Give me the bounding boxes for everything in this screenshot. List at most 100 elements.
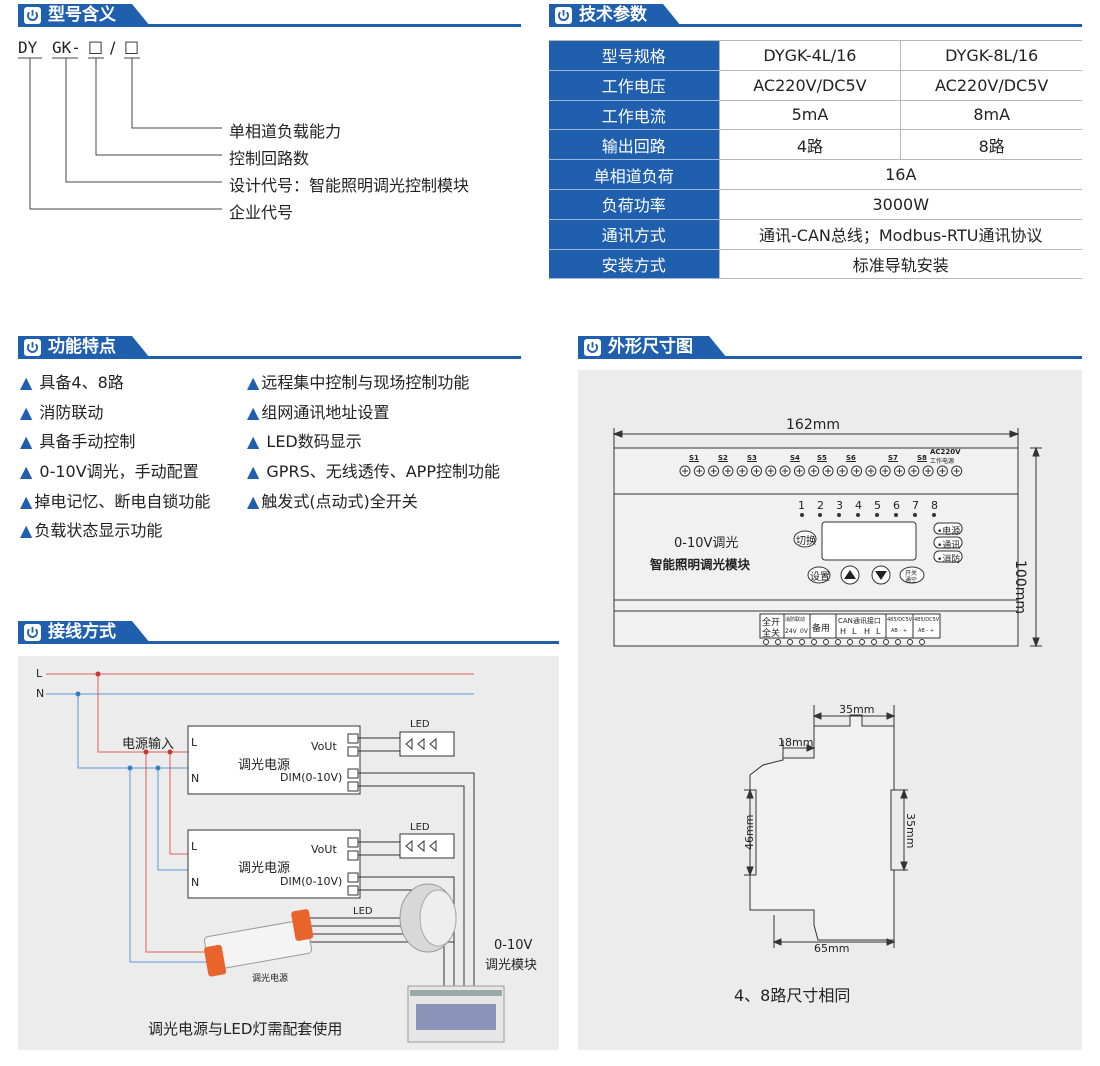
bottom-screw <box>775 639 781 645</box>
bottom-screw <box>895 639 901 645</box>
module-label-2: 调光模块 <box>485 958 538 973</box>
terminal-label-s1: S1 <box>689 454 699 462</box>
screw-cross <box>696 468 703 474</box>
table-row: 工作电压 AC220V/DC5V AC220V/DC5V <box>549 70 1082 101</box>
fire-24v-label: 24V <box>785 628 797 635</box>
power-icon <box>24 7 41 24</box>
spec-cell: 16A <box>718 159 1082 190</box>
driver-label: 调光电源 <box>252 974 289 984</box>
list-item: ▲ 具备4、8路 <box>20 373 124 392</box>
spec-cell: 标准导轨安装 <box>718 249 1082 280</box>
list-item: ▲负载状态显示功能 <box>20 521 163 540</box>
spare-label: 备用 <box>812 624 831 634</box>
screw-cross <box>796 468 803 474</box>
triangle-icon: ▲ <box>247 373 260 392</box>
ac-sub-label: 工作电源 <box>930 458 955 465</box>
all-off-label: 全关 <box>762 629 781 639</box>
list-item: ▲ 0-10V调光，手动配置 <box>20 462 199 481</box>
terminal-label-s7: S7 <box>888 454 898 462</box>
spec-cell: AC220V/DC5V <box>718 70 901 101</box>
bottom-screw <box>823 639 829 645</box>
code-box-1: □ <box>88 37 104 56</box>
table-row: 安装方式 标准导轨安装 <box>549 249 1082 280</box>
code-box-2: □ <box>124 37 140 56</box>
screw-cross <box>682 468 688 474</box>
status-fire: •消防 <box>937 555 961 565</box>
terminal-label-s6: S6 <box>846 454 856 462</box>
side-left-dimension: 46mm <box>743 814 756 850</box>
spec-cell: 4路 <box>718 129 901 161</box>
screw-cross <box>825 468 831 474</box>
spec-cell: 5mA <box>718 100 901 131</box>
bottom-screw <box>871 639 877 645</box>
wiring-diagram <box>46 671 505 1043</box>
bottom-screw <box>847 639 853 645</box>
table-row: 工作电流 5mA 8mA <box>549 100 1082 131</box>
can-pin-h2: H <box>864 627 871 636</box>
channel-number-7: 7 <box>912 499 919 512</box>
triangle-icon: ▲ <box>20 462 33 481</box>
driver-device <box>203 909 314 977</box>
dimension-note: 4、8路尺寸相同 <box>734 986 851 1005</box>
bottom-screw <box>763 639 769 645</box>
triangle-icon: ▲ <box>20 432 33 451</box>
channel-number-5: 5 <box>874 499 881 512</box>
rs485-1-pins: AB - + <box>891 628 908 634</box>
bottom-screw <box>907 639 913 645</box>
all-on-label: 全开 <box>762 618 781 628</box>
code-slash: / <box>110 38 116 57</box>
psu1-dim: DIM(0-10V) <box>280 771 343 784</box>
table-row: 通讯方式 通讯-CAN总线；Modbus-RTU通讯协议 <box>549 219 1082 250</box>
list-item: ▲ LED数码显示 <box>247 432 362 451</box>
power-icon <box>555 7 572 24</box>
psu1-pin-N: N <box>191 772 200 785</box>
table-row: 输出回路 4路 8路 <box>549 129 1082 161</box>
table-row: 负荷功率 3000W <box>549 189 1082 220</box>
screw-cross <box>810 468 817 474</box>
spec-header-cell: 单相道负荷 <box>549 159 719 190</box>
power-icon <box>584 339 601 356</box>
screw-cross <box>896 468 903 474</box>
table-row: 单相道负荷 16A <box>549 159 1082 190</box>
spec-header-cell: 安装方式 <box>549 249 719 280</box>
spec-cell: 3000W <box>718 189 1082 220</box>
can-pin-l2: L <box>876 627 881 636</box>
psu2-dim: DIM(0-10V) <box>280 875 343 888</box>
can-label: CAN通讯接口 <box>838 617 881 625</box>
list-item: ▲ GPRS、无线透传、APP控制功能 <box>247 462 500 481</box>
code-dy: DY <box>18 38 38 57</box>
spec-cell: DYGK-8L/16 <box>900 40 1082 71</box>
onoff-button-sub: 通空 <box>905 577 918 584</box>
spec-header-cell: 工作电流 <box>549 100 719 131</box>
psu2-pin-L: L <box>191 840 198 853</box>
spec-cell: DYGK-4L/16 <box>718 40 901 71</box>
wiring-section-header: 接线方式 <box>18 621 559 647</box>
channel-number-1: 1 <box>798 499 805 512</box>
screw-cross <box>753 468 760 474</box>
rs485-1-label: 485/DC5V <box>887 617 913 623</box>
lamp-icon <box>399 883 457 953</box>
spec-header-cell: 型号规格 <box>549 40 719 71</box>
bottom-screw <box>799 639 805 645</box>
terminal-label-s4: S4 <box>790 454 800 462</box>
line-N-label: N <box>36 687 45 700</box>
bottom-screw <box>787 639 793 645</box>
model-desc-company: 企业代号 <box>229 203 294 222</box>
triangle-icon: ▲ <box>247 492 260 511</box>
power-icon <box>24 624 41 641</box>
screw-cross <box>724 468 731 474</box>
spec-cell: 8路 <box>900 129 1082 161</box>
line-L-label: L <box>36 667 43 680</box>
bottom-screw <box>835 639 841 645</box>
side-bottom-dimension: 65mm <box>814 942 850 955</box>
list-item: ▲掉电记忆、断电自锁功能 <box>20 492 211 511</box>
triangle-icon: ▲ <box>247 432 260 451</box>
screw-cross <box>925 468 932 474</box>
triangle-icon: ▲ <box>20 403 33 422</box>
model-title: 型号含义 <box>48 5 116 25</box>
list-item: ▲ 消防联动 <box>20 403 104 422</box>
rs485-2-pins: AB - + <box>918 628 935 634</box>
screw-cross <box>739 468 746 474</box>
led2-label: LED <box>410 822 430 833</box>
